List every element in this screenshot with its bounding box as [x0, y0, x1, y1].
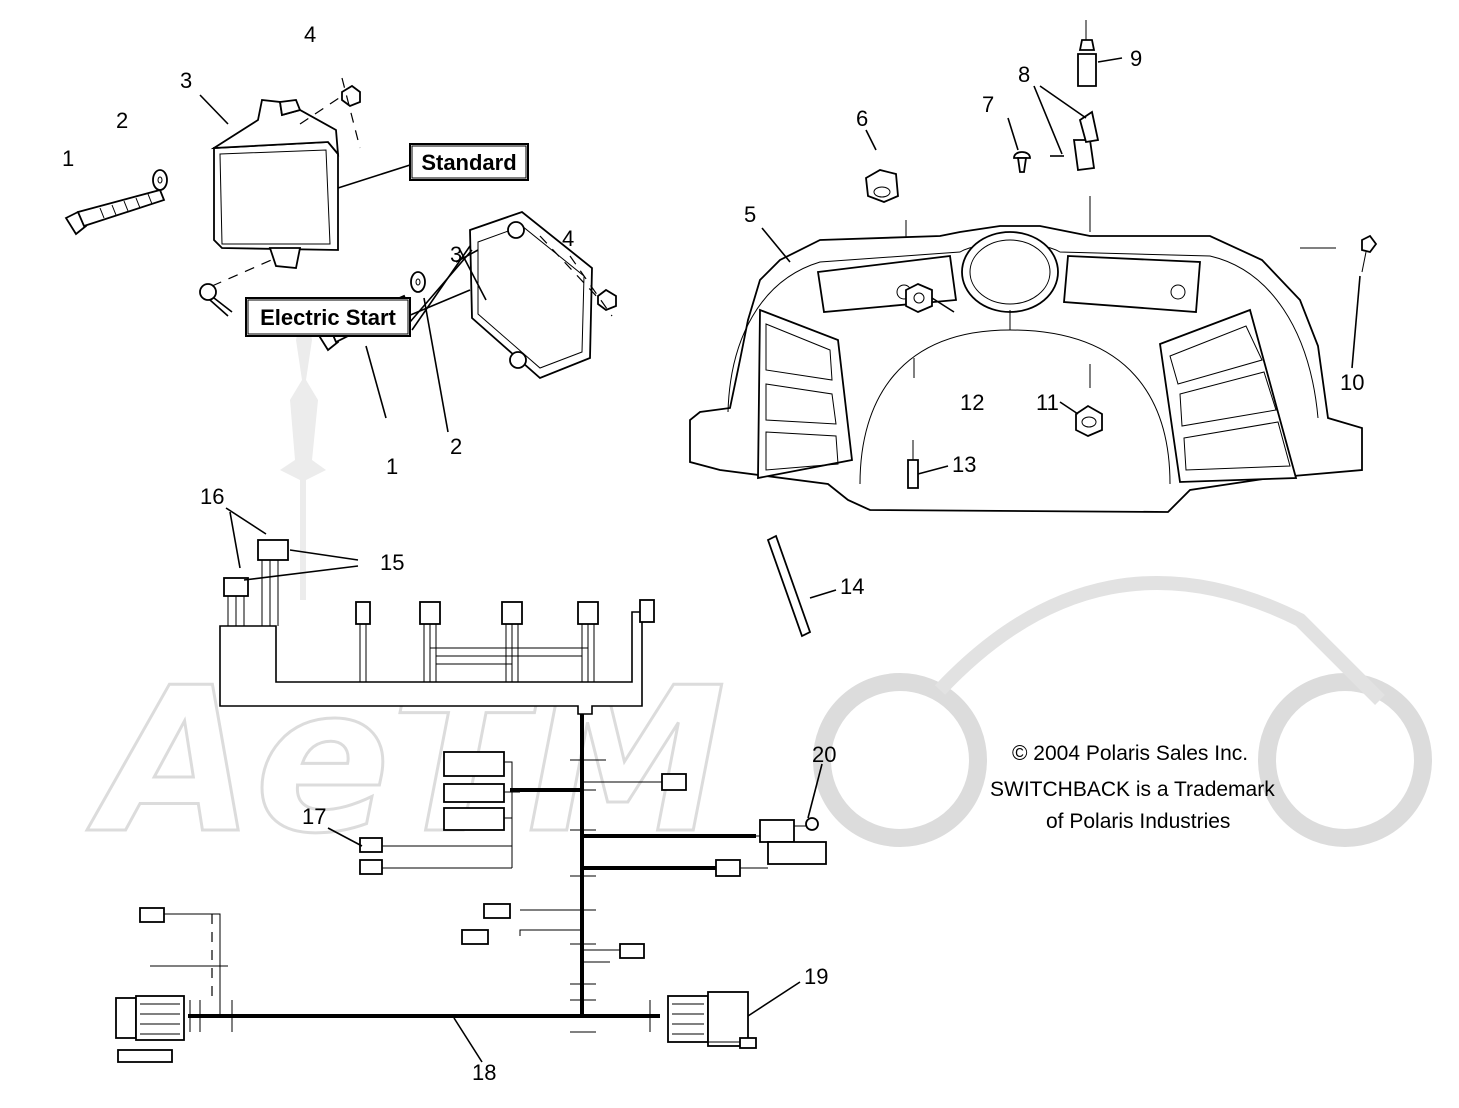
label-standard: Standard — [421, 150, 516, 175]
watermark-tower-icon — [280, 300, 326, 600]
callout-13: 13 — [952, 452, 976, 477]
connector-icon — [715, 859, 741, 877]
callout-3: 3 — [450, 242, 462, 267]
callout-2: 2 — [116, 108, 128, 133]
connector-icon — [501, 601, 523, 625]
callout-19: 19 — [804, 964, 828, 989]
callout-2: 2 — [450, 434, 462, 459]
fuse-icon — [907, 459, 919, 489]
nut-icon — [341, 84, 361, 108]
callout-17: 17 — [302, 804, 326, 829]
callout-6: 6 — [856, 106, 868, 131]
connector-icon — [639, 599, 655, 623]
gauge-pod-icon — [961, 231, 1059, 313]
cdi-box-electric-start-icon — [469, 210, 593, 380]
callout-4: 4 — [304, 22, 316, 47]
screw-icon — [1361, 234, 1378, 254]
push-rivet-icon — [1013, 151, 1031, 159]
callout-12: 12 — [960, 390, 984, 415]
callout-16: 16 — [200, 484, 224, 509]
locknut-icon — [1075, 404, 1103, 437]
watermark-wheel-front-icon — [813, 673, 987, 847]
connector-icon — [139, 907, 165, 923]
label-box-standard: Standard — [409, 143, 529, 181]
watermark-text: AeTM — [87, 645, 726, 878]
connector-icon — [619, 943, 645, 959]
callout-11: 11 — [1036, 390, 1059, 415]
callout-8: 8 — [1018, 62, 1030, 87]
trademark-line-1: SWITCHBACK is a Trademark — [990, 778, 1275, 801]
cdi-standard-assembly — [64, 77, 411, 317]
copyright-text: © 2004 Polaris Sales Inc. — [1012, 742, 1248, 765]
vent-left-icon — [757, 308, 853, 480]
connector-icon — [461, 929, 489, 945]
label-box-electric-start: Electric Start — [245, 297, 411, 337]
callout-20: 20 — [812, 742, 836, 767]
callout-numbers: 1 1 2 2 3 3 4 4 5 6 7 8 9 10 11 12 13 14… — [62, 22, 1364, 1085]
washer-icon — [152, 169, 168, 191]
connector-icon — [223, 539, 289, 626]
callout-15: 15 — [380, 550, 404, 575]
callout-3: 3 — [180, 68, 192, 93]
callout-5: 5 — [744, 202, 756, 227]
watermark-motorcycle-body-icon — [934, 575, 1385, 705]
callout-4: 4 — [562, 226, 574, 251]
callout-9: 9 — [1130, 46, 1142, 71]
nut-icon — [905, 283, 933, 313]
connector-icon — [359, 837, 383, 853]
cable-tie-icon — [766, 534, 812, 638]
copyright-note: © 2004 Polaris Sales Inc. SWITCHBACK is … — [990, 742, 1275, 833]
wiring-harness — [115, 507, 827, 1063]
connector-icon — [661, 773, 687, 791]
watermark-wheel-rear-icon — [1258, 673, 1432, 847]
connector-icon — [419, 601, 441, 625]
callout-1: 1 — [62, 146, 74, 171]
nut-icon — [597, 288, 617, 312]
lamp-socket-icon — [1072, 139, 1096, 172]
ground-terminal-icon — [199, 257, 277, 317]
bolt-icon — [64, 188, 166, 236]
callout-7: 7 — [982, 92, 994, 117]
bulb-icon — [1077, 53, 1097, 87]
washer-icon — [410, 271, 426, 293]
connector-icon — [577, 601, 599, 625]
connector-icon — [483, 903, 511, 919]
callout-1: 1 — [386, 454, 398, 479]
grommet-icon — [865, 169, 899, 203]
main-connector-left-icon — [115, 995, 185, 1041]
ring-terminal-connector-icon — [756, 817, 827, 865]
dash-panel-assembly — [689, 196, 1363, 513]
connector-icon — [117, 1049, 173, 1063]
connector-icon — [355, 601, 371, 625]
dash-hardware — [766, 20, 1378, 638]
label-electric-start: Electric Start — [260, 305, 396, 330]
cdi-box-standard-icon — [210, 99, 340, 269]
trademark-line-2: of Polaris Industries — [1046, 810, 1230, 833]
main-connector-right-icon — [667, 991, 757, 1049]
gauge-opening-right-icon — [1063, 255, 1201, 313]
connector-icon — [359, 859, 383, 875]
vent-right-icon — [1159, 308, 1298, 483]
callout-18: 18 — [472, 1060, 496, 1085]
callout-14: 14 — [840, 574, 864, 599]
connector-block-icon — [443, 751, 520, 868]
callout-10: 10 — [1340, 370, 1364, 395]
